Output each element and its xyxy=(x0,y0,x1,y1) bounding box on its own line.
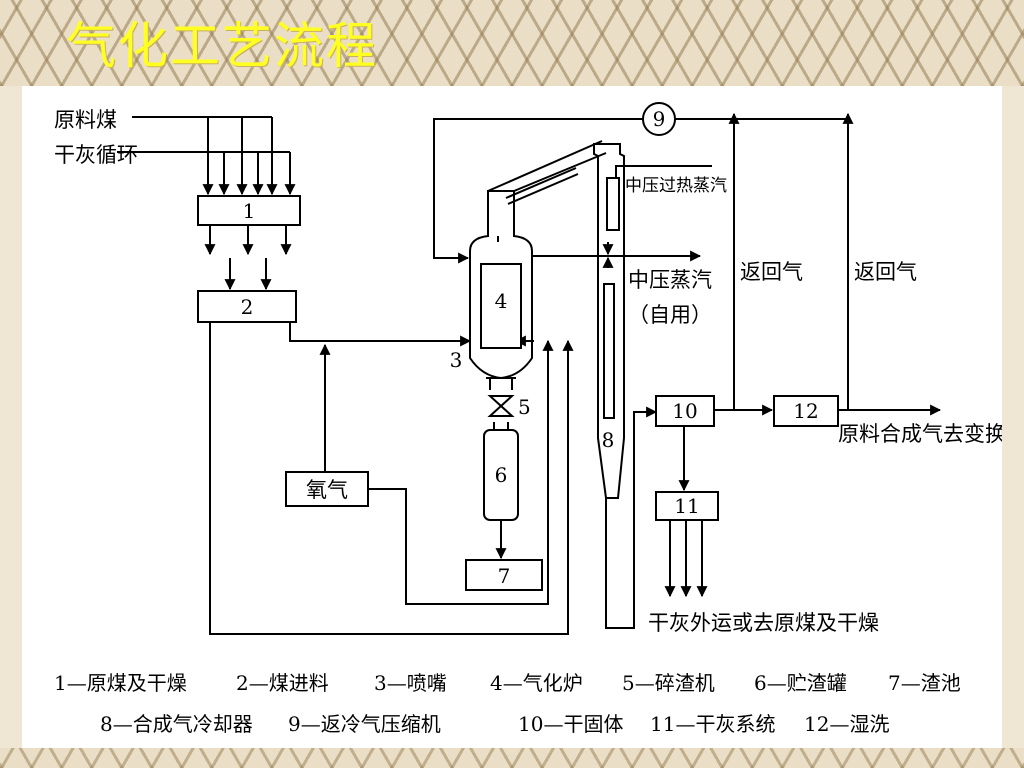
box-2-label: 2 xyxy=(241,295,254,319)
decorative-border-top xyxy=(0,0,1024,86)
dry-ash-loop-line xyxy=(209,322,574,635)
cooler-coil xyxy=(603,283,615,419)
gasifier-shell xyxy=(469,190,533,328)
coal-input-label: 原料煤 xyxy=(54,108,117,132)
syngas-cooler xyxy=(505,143,625,499)
coal-to-nozzle-line xyxy=(289,322,472,347)
legend-item: 2—煤进料 xyxy=(236,671,329,695)
oxygen-loop-line xyxy=(368,339,554,605)
legend-item: 10—干固体 xyxy=(518,712,623,736)
dry-ash-out-label: 干灰外运或去原煤及干燥 xyxy=(648,611,879,635)
legend-item: 6—贮渣罐 xyxy=(754,671,847,695)
self-use-label: （自用） xyxy=(628,303,712,327)
oxygen-label: 氧气 xyxy=(306,478,348,502)
box-7-label: 7 xyxy=(498,564,511,588)
mp-superheated-steam-label: 中压过热蒸汽 xyxy=(625,176,727,196)
decorative-border-left xyxy=(0,86,22,748)
superheater-coil xyxy=(606,177,620,231)
decorative-border-bottom xyxy=(0,748,1024,768)
return-gas-label-2: 返回气 xyxy=(854,260,917,284)
legend-item: 8—合成气冷却器 xyxy=(100,712,253,736)
box-12 xyxy=(773,395,839,427)
box-1 xyxy=(197,195,301,226)
box-4 xyxy=(480,263,522,349)
box-11-label: 11 xyxy=(674,494,699,518)
nozzle-3-label: 3 xyxy=(450,348,463,372)
legend-item: 4—气化炉 xyxy=(490,671,583,695)
process-flow-diagram: 1 2 氧气 4 6 7 10 12 11 9 3 5 8 原料煤 干灰循环 中… xyxy=(54,102,1002,736)
box-7 xyxy=(465,559,543,591)
legend-item: 1—原煤及干燥 xyxy=(54,671,187,695)
dry-ash-input-label: 干灰循环 xyxy=(54,143,138,167)
crusher-5-label: 5 xyxy=(518,395,531,419)
return-gas-to-gasifier xyxy=(433,118,644,264)
legend-item: 9—返冷气压缩机 xyxy=(288,712,441,736)
box-11 xyxy=(655,491,719,521)
raw-syngas-label: 原料合成气去变换 xyxy=(838,422,1002,446)
cooler-8-label: 8 xyxy=(602,428,615,452)
box-12-label: 12 xyxy=(793,399,818,423)
legend-item: 7—渣池 xyxy=(888,671,961,695)
box-1-label: 1 xyxy=(243,199,256,223)
decorative-border-right xyxy=(1002,86,1024,748)
transfer-duct-bottom xyxy=(513,152,607,192)
box-4-label: 4 xyxy=(495,289,508,313)
mp-steam-label: 中压蒸汽 xyxy=(628,268,712,292)
flow-lines xyxy=(117,112,942,635)
box-6 xyxy=(483,429,519,521)
legend-item: 11—干灰系统 xyxy=(650,712,775,736)
page-title: 气化工艺流程 xyxy=(66,17,378,75)
box-10 xyxy=(655,395,715,427)
legend-item: 12—湿洗 xyxy=(804,712,889,736)
compressor-9-label: 9 xyxy=(653,107,666,131)
compressor-9 xyxy=(642,102,676,136)
legend: 1—原煤及干燥 2—煤进料 3—喷嘴 4—气化炉 5—碎渣机 6—贮渣罐 7—渣… xyxy=(54,671,961,736)
legend-item: 3—喷嘴 xyxy=(374,671,447,695)
diagram-panel: 1 2 氧气 4 6 7 10 12 11 9 3 5 8 原料煤 干灰循环 中… xyxy=(22,86,1002,748)
oxygen-box xyxy=(285,471,369,507)
box-6-label: 6 xyxy=(495,463,508,487)
box-2 xyxy=(197,290,297,323)
slag-crusher-valve xyxy=(487,395,515,417)
box-10-label: 10 xyxy=(672,399,697,423)
cooler-to-box10-line xyxy=(605,406,658,629)
mp-superheated-in-line xyxy=(615,165,712,178)
return-gas-label-1: 返回气 xyxy=(740,260,803,284)
legend-item: 5—碎渣机 xyxy=(622,671,715,695)
transfer-duct-top xyxy=(487,140,603,192)
equipment-boxes xyxy=(197,177,839,591)
